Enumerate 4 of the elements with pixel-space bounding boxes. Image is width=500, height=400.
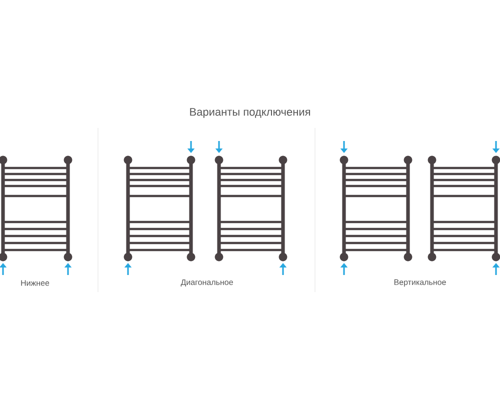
- caption-label: Диагональное: [180, 279, 233, 287]
- caption-label: Нижнее: [21, 280, 50, 286]
- caption-label: Вертикальное: [394, 279, 446, 287]
- title: Варианты подключения: [190, 108, 310, 118]
